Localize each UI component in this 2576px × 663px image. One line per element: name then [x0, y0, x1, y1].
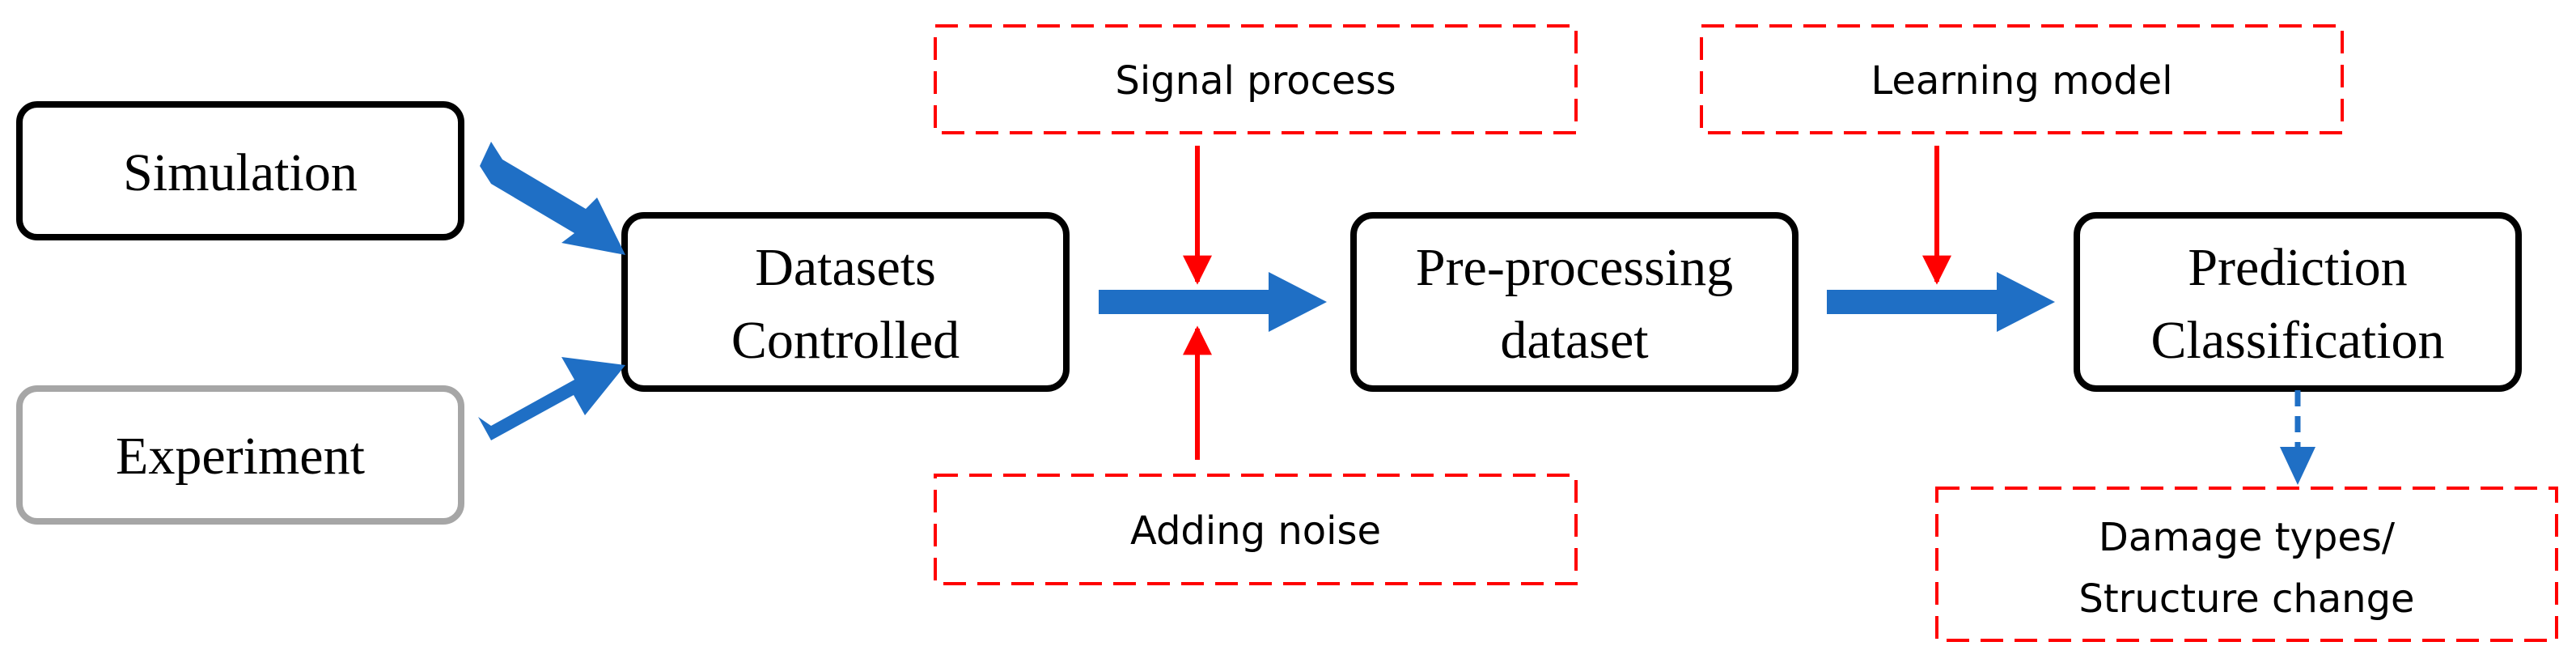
damage-types-label-line1: Damage types/	[2099, 515, 2396, 560]
prediction-to-damage-arrow	[2280, 390, 2315, 485]
datasets-label-line1: Datasets	[755, 238, 936, 297]
damage-types-label-line2: Structure change	[2078, 576, 2414, 622]
prediction-node: Prediction Classification	[2074, 212, 2522, 392]
experiment-to-datasets-arrow	[478, 357, 625, 440]
signal-process-label: Signal process	[1115, 58, 1396, 104]
learning-model-label: Learning model	[1871, 58, 2172, 104]
damage-types-note: Damage types/ Structure change	[1935, 487, 2558, 642]
prediction-label-line1: Prediction	[2188, 238, 2407, 297]
datasets-node: Datasets Controlled	[621, 212, 1070, 392]
experiment-node: Experiment	[16, 385, 464, 525]
preprocessing-node: Pre-processing dataset	[1350, 212, 1799, 392]
experiment-label: Experiment	[116, 427, 365, 486]
adding-noise-note: Adding noise	[934, 474, 1578, 585]
learning-model-note: Learning model	[1700, 24, 2344, 134]
simulation-node: Simulation	[16, 101, 464, 240]
preprocessing-label-line2: dataset	[1500, 311, 1648, 370]
adding-noise-label: Adding noise	[1130, 508, 1381, 554]
datasets-to-preprocessing-arrow	[1099, 272, 1327, 332]
preprocessing-to-prediction-arrow	[1827, 272, 2055, 332]
prediction-label-line2: Classification	[2151, 311, 2445, 370]
simulation-label: Simulation	[123, 143, 358, 202]
datasets-label-line2: Controlled	[731, 311, 960, 370]
signal-process-note: Signal process	[934, 24, 1578, 134]
simulation-to-datasets-arrow	[480, 142, 625, 255]
preprocessing-label-line1: Pre-processing	[1416, 238, 1733, 297]
